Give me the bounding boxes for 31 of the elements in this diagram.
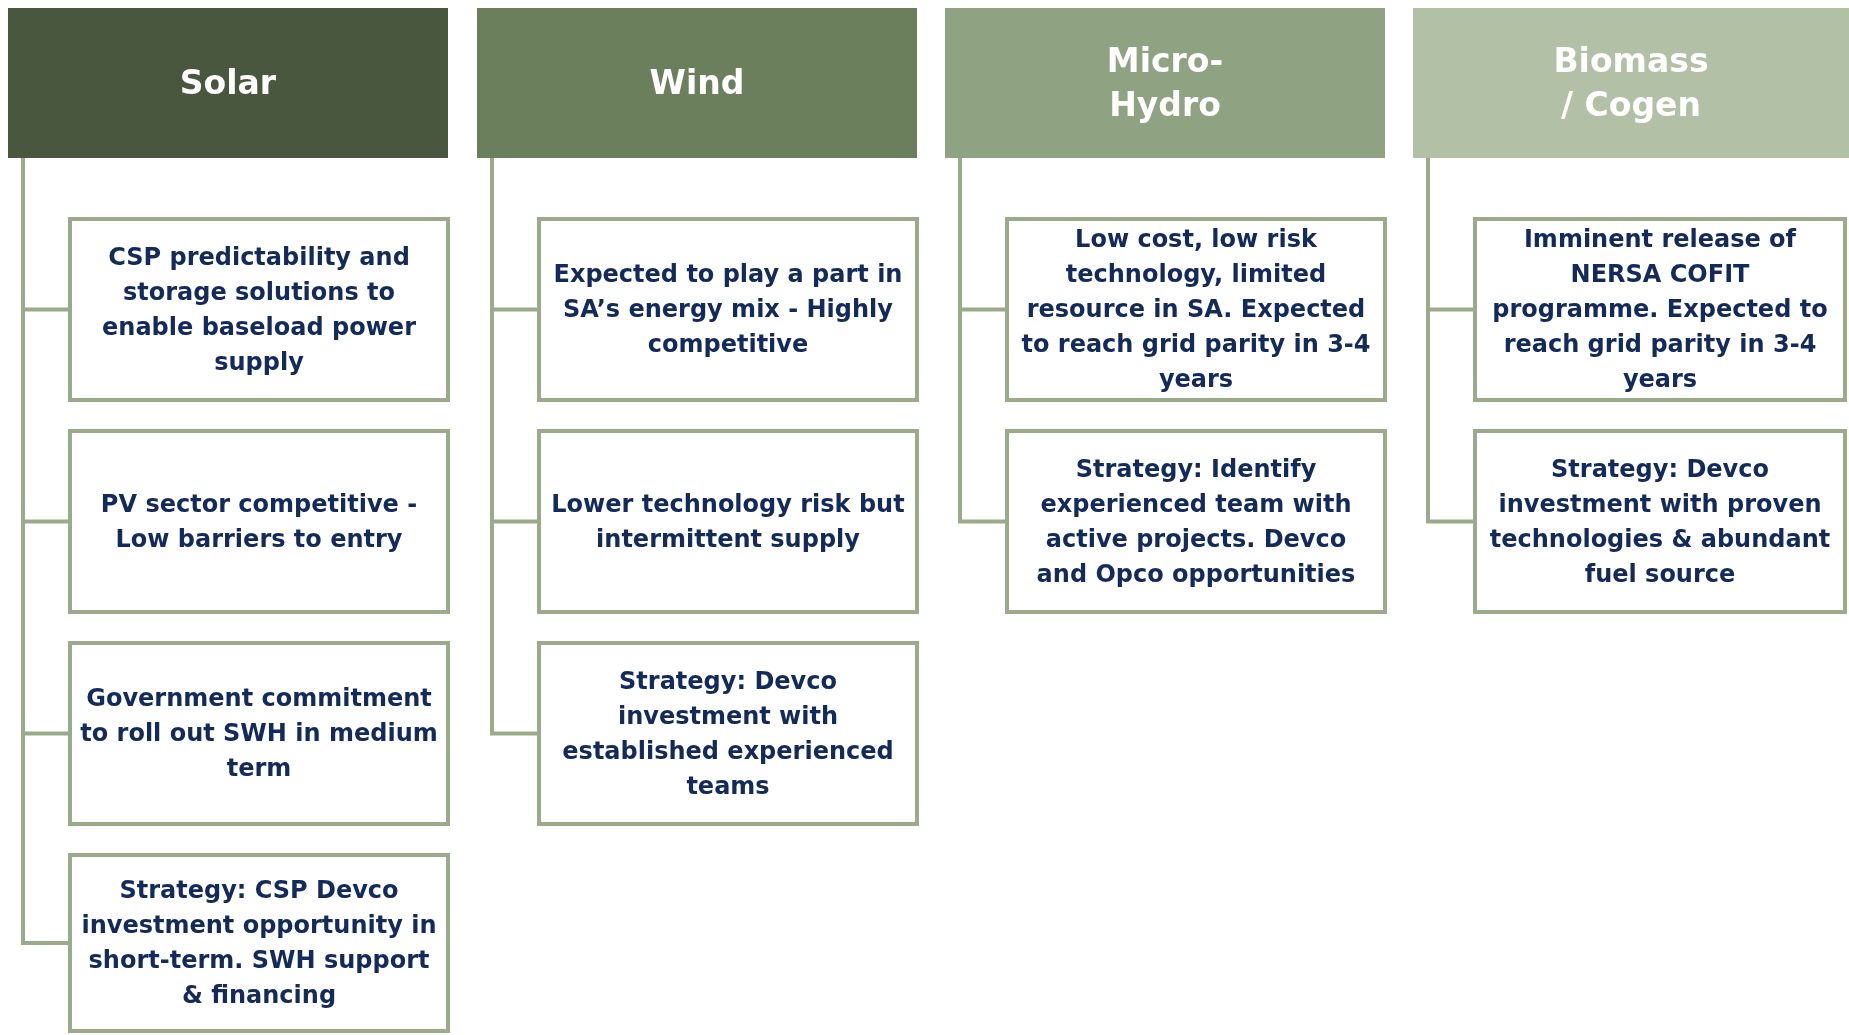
header-text: Micro-Hydro [1105, 40, 1225, 126]
box-text: CSP predictability and storage solutions to enable baseload power supply [101, 241, 417, 378]
text-box [68, 853, 450, 1033]
box-text: Expected to play a part in SA’s energy mix - Highly competitive [552, 259, 904, 360]
text-box [68, 641, 450, 826]
box-text: Low cost, low risk technology, limited resource in SA. Expected to reach grid parity in 3-4 years [1020, 224, 1372, 395]
column-header [1413, 8, 1849, 158]
text-box [1473, 429, 1847, 614]
text-box [537, 641, 919, 826]
column-header [945, 8, 1385, 158]
connector-line [1426, 158, 1473, 524]
header-text: Biomass / Cogen [1552, 40, 1710, 126]
column-header [8, 8, 448, 158]
text-box [68, 217, 450, 402]
header-text: Solar [179, 62, 277, 104]
box-text: Strategy: Devco investment with established experienced teams [561, 665, 895, 802]
connector-line [958, 158, 1005, 524]
box-text: Strategy: CSP Devco investment opportunity in short-term. SWH support & financing [80, 875, 438, 1011]
box-text: PV sector competitive - Low barriers to entry [99, 488, 419, 555]
column-header [477, 8, 917, 158]
box-text: Strategy: Devco investment with proven technologies & abundant fuel source [1488, 453, 1832, 590]
text-box [1473, 217, 1847, 402]
text-box [1005, 429, 1387, 614]
header-text: Wind [649, 62, 745, 104]
box-text: Strategy: Identify experienced team with active projects. Devco and Opco opportunities [1035, 453, 1357, 590]
text-box [537, 429, 919, 614]
box-text: Lower technology risk but intermittent supply [550, 488, 906, 555]
box-text: Government commitment to roll out SWH in medium term [80, 683, 438, 784]
text-box [537, 217, 919, 402]
box-text: Imminent release of NERSA COFIT programme. Expected to reach grid parity in 3-4 years [1491, 224, 1829, 395]
text-box [68, 429, 450, 614]
